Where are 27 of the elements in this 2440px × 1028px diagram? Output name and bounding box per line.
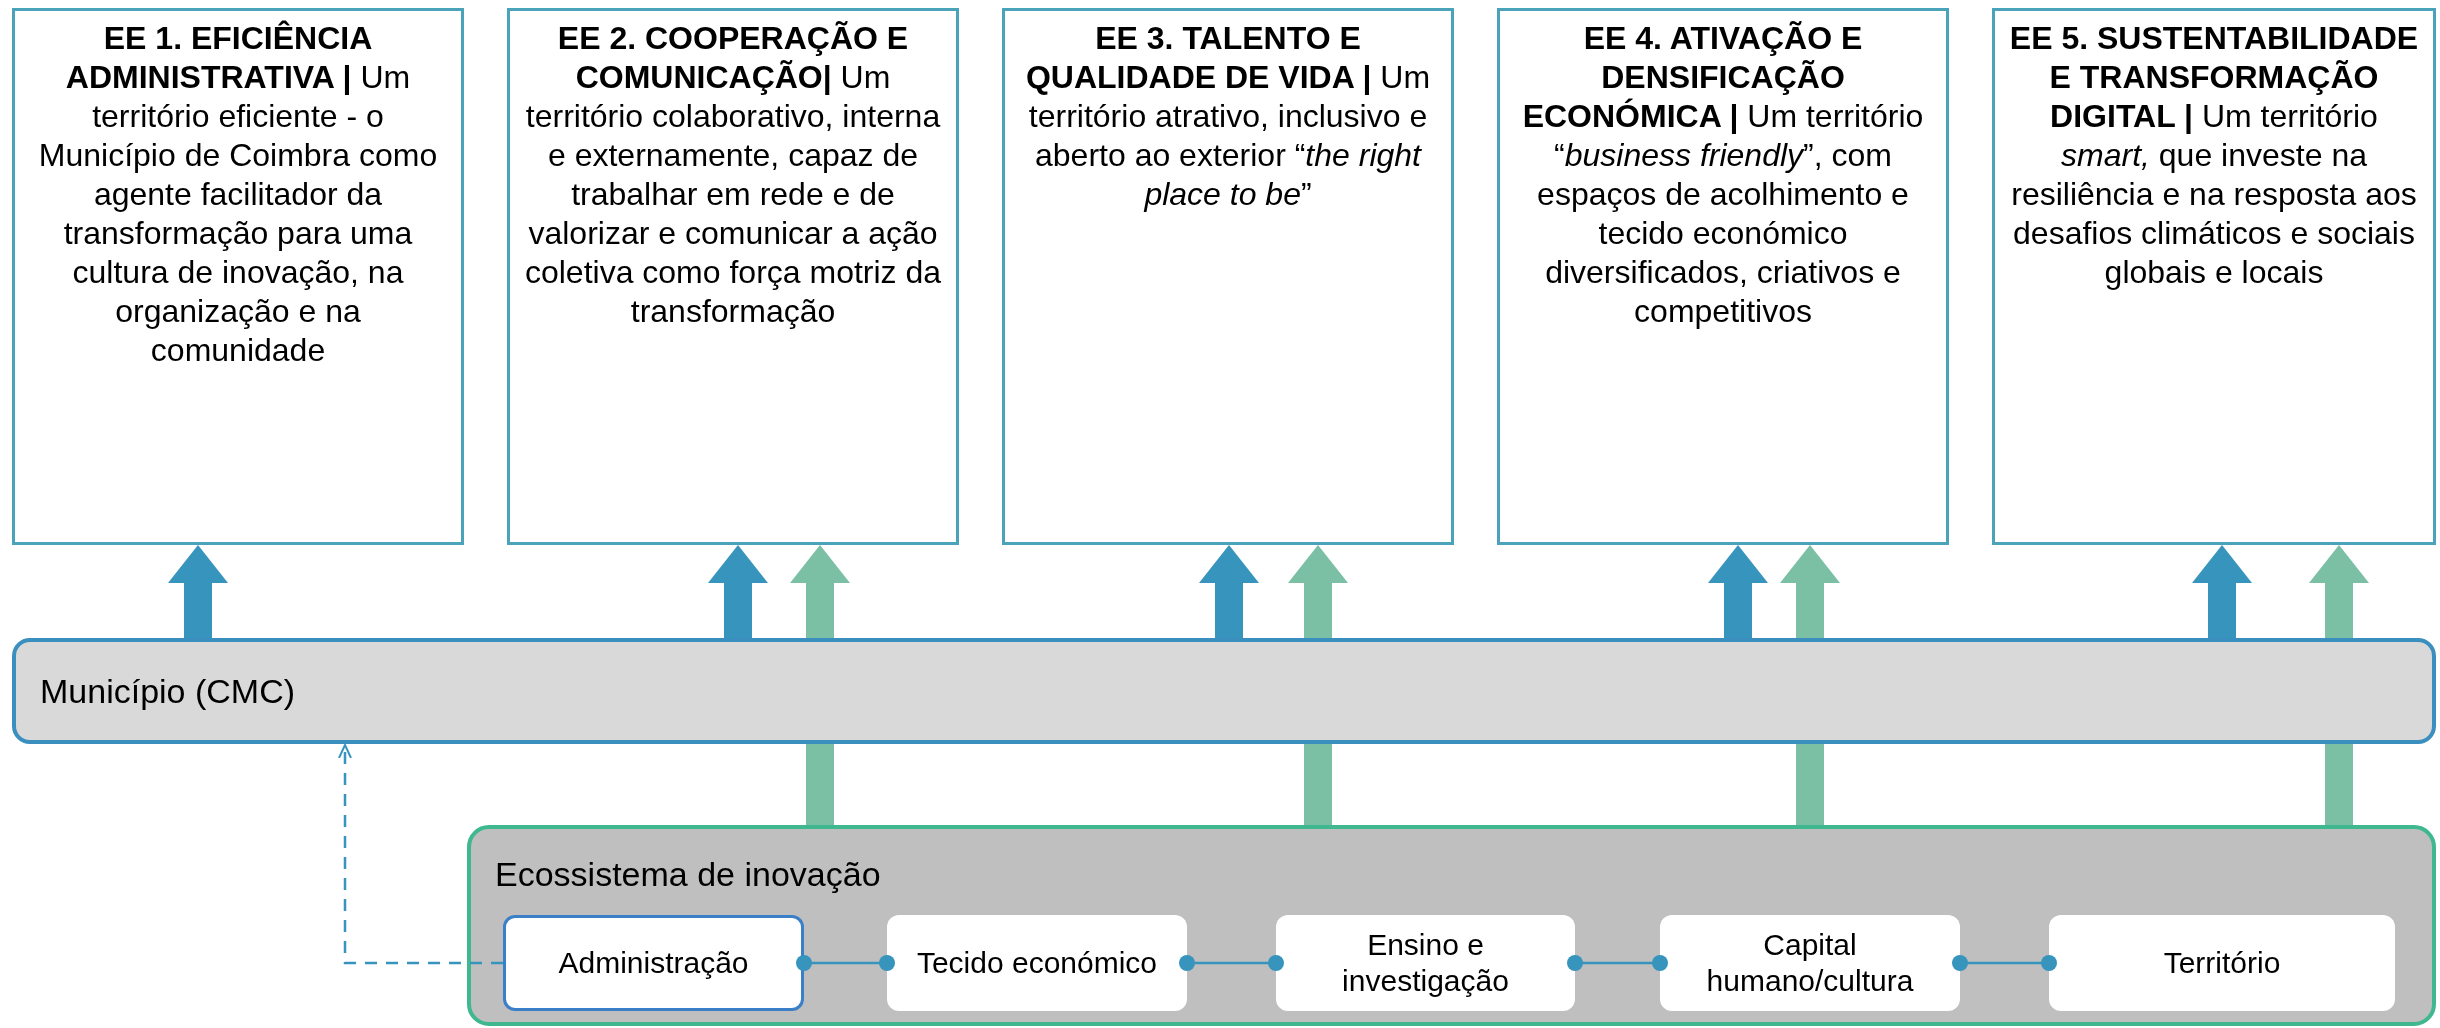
connector-line bbox=[1952, 955, 2057, 971]
connector-line bbox=[1179, 955, 1284, 971]
panel-title: Ecossistema de inovação bbox=[495, 855, 881, 893]
actor-box: Administração bbox=[503, 915, 804, 1011]
objective-box: EE 2. COOPERAÇÃO E COMUNICAÇÃO| Um território colaborativo, interna e externamente, capaz de trabalhar em rede e de valorizar e comunicar a ação coletiva como força motriz da transformação bbox=[507, 8, 959, 545]
actor-box: Capital humano/cultura bbox=[1660, 915, 1960, 1011]
objective-box: EE 3. TALENTO E QUALIDADE DE VIDA | Um território atrativo, inclusivo e aberto ao exterior “the right place to be” bbox=[1002, 8, 1454, 545]
objective-box: EE 5. SUSTENTABILIDADE E TRANSFORMAÇÃO DIGITAL | Um território smart, que investe na resiliência e na resposta aos desafios climáticos e sociais globais e locais bbox=[1992, 8, 2436, 545]
objective-box: EE 4. ATIVAÇÃO E DENSIFICAÇÃO ECONÓMICA | Um território “business friendly”, com espaços de acolhimento e tecido económico diversificados, criativos e competitivos bbox=[1497, 8, 1949, 545]
ecosystem-panel bbox=[467, 825, 2436, 1026]
connector-line bbox=[1567, 955, 1668, 971]
block-arrow bbox=[708, 545, 768, 638]
block-arrow bbox=[1780, 545, 1840, 638]
block-arrow bbox=[1288, 545, 1348, 638]
objective-box: EE 1. EFICIÊNCIA ADMINISTRATIVA | Um território eficiente - o Município de Coimbra como agente facilitador da transformação para uma cultura de inovação, na organização e na comunidade bbox=[12, 8, 464, 545]
block-arrow bbox=[2192, 545, 2252, 638]
actor-box: Território bbox=[2049, 915, 2395, 1011]
connector-line bbox=[796, 955, 895, 971]
block-arrow bbox=[790, 545, 850, 638]
block-arrow bbox=[168, 545, 228, 638]
dashed-arrow bbox=[338, 744, 503, 965]
block-arrow bbox=[2309, 545, 2369, 638]
municipality-bar: Município (CMC) bbox=[12, 638, 2436, 744]
block-arrow bbox=[1199, 545, 1259, 638]
actor-box: Tecido económico bbox=[887, 915, 1187, 1011]
block-arrow bbox=[1708, 545, 1768, 638]
actor-box: Ensino e investigação bbox=[1276, 915, 1575, 1011]
